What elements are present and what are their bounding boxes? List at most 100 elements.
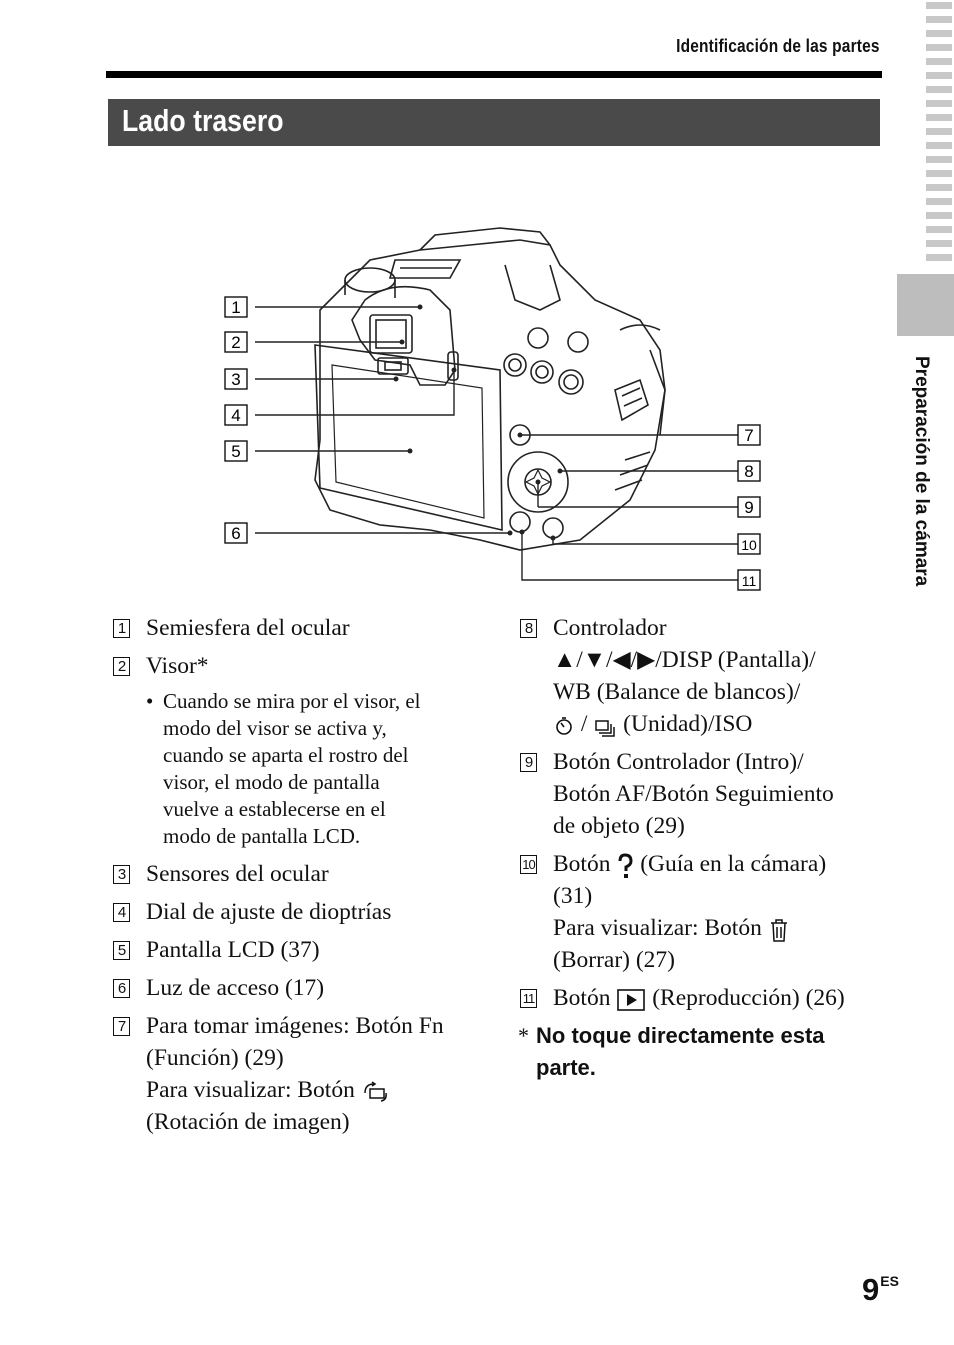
parts-list-right: 8 Controlador ▲/▼/◀/▶/DISP (Pantalla)/ W…	[518, 612, 890, 1084]
header-rule	[106, 71, 882, 78]
note-text: visor, el modo de pantalla	[163, 770, 380, 794]
svg-text:4: 4	[231, 406, 240, 425]
svg-text:6: 6	[231, 524, 240, 543]
item-text: (Rotación de imagen)	[146, 1109, 350, 1135]
svg-text:10: 10	[741, 537, 757, 553]
callout-10: 10	[737, 533, 761, 555]
item-text: Controlador	[553, 615, 667, 641]
item-text: Para tomar imágenes: Botón Fn	[146, 1013, 444, 1039]
svg-text:9: 9	[744, 498, 753, 517]
help-guide-icon	[618, 853, 633, 878]
svg-text:8: 8	[744, 462, 753, 481]
playback-icon	[617, 988, 646, 1011]
list-item: 7 Para tomar imágenes: Botón Fn (Función…	[113, 1010, 483, 1138]
note-text: modo de pantalla LCD.	[163, 824, 361, 848]
callout-3: 3	[224, 368, 248, 390]
page-number-value: 9	[862, 1272, 880, 1307]
callout-11: 11	[737, 569, 761, 591]
item-text: Para visualizar: Botón	[146, 1077, 355, 1103]
item-number: 4	[113, 903, 130, 922]
item-text-with-icon: / (Unidad)/ISO	[553, 708, 890, 740]
item-text: Sensores del ocular	[146, 861, 329, 887]
note-text: cuando se aparta el rostro del	[163, 743, 409, 767]
item-number: 10	[520, 855, 537, 874]
item-number: 9	[520, 753, 537, 772]
list-item: 4 Dial de ajuste de dioptrías	[113, 896, 483, 928]
list-item: 6 Luz de acceso (17)	[113, 972, 483, 1004]
item-number: 6	[113, 979, 130, 998]
item-text: (Guía en la cámara)	[640, 851, 827, 877]
self-timer-icon	[556, 716, 572, 735]
list-item: 11 Botón (Reproducción) (26)	[520, 982, 890, 1014]
list-item: 9 Botón Controlador (Intro)/ Botón AF/Bo…	[520, 746, 890, 842]
item-text: Botón Controlador (Intro)/	[553, 749, 804, 775]
item-number: 2	[113, 657, 130, 676]
callout-8: 8	[737, 460, 761, 482]
item-text: (31)	[553, 883, 593, 909]
svg-text:2: 2	[231, 333, 240, 352]
item-text: Semiesfera del ocular	[146, 615, 350, 641]
item-text: Botón	[553, 851, 611, 877]
item-text: (Reproducción) (26)	[652, 985, 845, 1011]
item-text-with-icon: Botón (Guía en la cámara)	[553, 848, 890, 880]
section-bar: Lado trasero	[108, 99, 880, 146]
callout-1: 1	[224, 296, 248, 318]
item-number: 7	[113, 1017, 130, 1036]
camera-rear-figure: 1 2 3 4 5 6 7 8 9 10 11	[224, 227, 761, 591]
item-text-with-icon: Para visualizar: Botón	[553, 912, 890, 944]
callout-5: 5	[224, 440, 248, 462]
drive-mode-icon	[595, 719, 616, 737]
item-text-with-icon: Botón (Reproducción) (26)	[553, 982, 890, 1014]
svg-text:3: 3	[231, 370, 240, 389]
item-text-with-icon: Para visualizar: Botón	[146, 1074, 483, 1106]
item-text: (Borrar) (27)	[553, 947, 676, 973]
item-number: 3	[113, 865, 130, 884]
running-head: Identificación de las partes	[676, 36, 880, 56]
side-stripes	[926, 2, 952, 268]
page-number: 9ES	[862, 1272, 899, 1308]
item-number: 5	[113, 941, 130, 960]
list-item: 8 Controlador ▲/▼/◀/▶/DISP (Pantalla)/ W…	[520, 612, 890, 740]
list-item: 2 Visor*	[113, 650, 483, 682]
item-number: 11	[520, 989, 537, 1008]
item-text: Para visualizar: Botón	[553, 915, 762, 941]
side-tab-label: Preparación de la cámara	[911, 356, 932, 587]
callout-2: 2	[224, 331, 248, 353]
footnote: * No toque directamente esta parte.	[518, 1020, 890, 1084]
section-title: Lado trasero	[122, 103, 284, 138]
item-text: Botón	[553, 985, 611, 1011]
visor-note: • Cuando se mira por el visor, el modo d…	[113, 688, 483, 850]
item-number: 1	[113, 619, 130, 638]
callout-4: 4	[224, 404, 248, 426]
list-item: 5 Pantalla LCD (37)	[113, 934, 483, 966]
footnote-text: No toque directamente esta parte.	[536, 1023, 825, 1080]
footnote-marker: *	[518, 1023, 529, 1048]
side-tab	[897, 274, 954, 336]
svg-text:11: 11	[742, 573, 757, 589]
list-item: 10 Botón (Guía en la cámara) (31) Para v…	[520, 848, 890, 976]
callout-9: 9	[737, 496, 761, 518]
note-text: vuelve a establecerse en el	[163, 797, 386, 821]
item-text: Pantalla LCD (37)	[146, 937, 320, 963]
svg-text:7: 7	[744, 426, 753, 445]
item-text: Dial de ajuste de dioptrías	[146, 899, 392, 925]
list-item: 1 Semiesfera del ocular	[113, 612, 483, 644]
image-rotation-icon	[363, 1080, 387, 1102]
list-item: 3 Sensores del ocular	[113, 858, 483, 890]
item-text: Visor*	[146, 653, 209, 679]
bullet-dot: •	[146, 689, 154, 713]
trash-icon	[770, 918, 787, 942]
callout-6: 6	[224, 522, 248, 544]
item-text: (Unidad)/ISO	[623, 711, 753, 737]
page-lang: ES	[880, 1273, 899, 1289]
svg-text:1: 1	[231, 298, 240, 317]
item-text: WB (Balance de blancos)/	[553, 679, 801, 705]
note-text: modo del visor se activa y,	[163, 716, 387, 740]
note-text: Cuando se mira por el visor, el	[163, 689, 421, 713]
callout-7: 7	[737, 424, 761, 446]
item-number: 8	[520, 619, 537, 638]
parts-list-left: 1 Semiesfera del ocular 2 Visor* • Cuand…	[113, 612, 483, 1144]
svg-text:5: 5	[231, 442, 240, 461]
item-text: Botón AF/Botón Seguimiento	[553, 781, 834, 807]
item-text: (Función) (29)	[146, 1045, 284, 1071]
